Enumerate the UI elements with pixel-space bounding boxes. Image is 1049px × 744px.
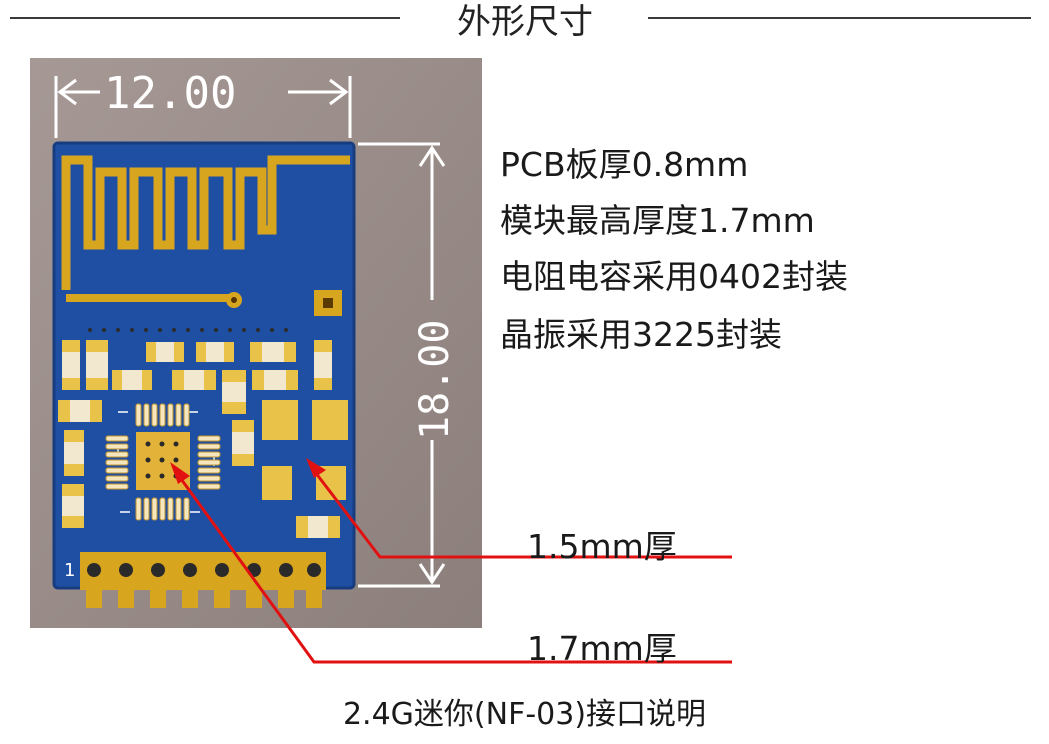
header-rule-left (10, 17, 400, 19)
passive-components (58, 340, 340, 538)
spec-module-max-height: 模块最高厚度1.7mm (500, 201, 815, 240)
callout-line-1-7mm (174, 471, 732, 664)
qfn-chip (105, 403, 221, 521)
header-pins (80, 552, 326, 608)
antenna-trace (61, 155, 350, 290)
callout-label-1-5mm: 1.5mm厚 (527, 527, 677, 566)
width-dimension (54, 76, 352, 138)
header-rule-right (648, 17, 1031, 19)
section-title: 外形尺寸 (457, 2, 593, 42)
callout-arrowhead-1-7mm (170, 462, 190, 484)
pin-1-marker: 1 (64, 560, 75, 581)
spec-crystal-package: 晶振采用3225封装 (500, 315, 782, 354)
height-dimension-label: 18.00 (412, 320, 458, 440)
callout-label-1-7mm: 1.7mm厚 (527, 629, 677, 668)
width-dimension-label: 12.00 (104, 68, 236, 119)
callout-arrowhead-1-5mm (306, 458, 326, 478)
via-row (88, 328, 288, 332)
spec-passive-package: 电阻电容采用0402封装 (500, 257, 848, 296)
crystal-3225 (262, 400, 348, 500)
callout-line-1-5mm (310, 467, 732, 559)
spec-pcb-thickness: PCB板厚0.8mm (500, 145, 749, 184)
interface-caption: 2.4G迷你(NF-03)接口说明 (342, 697, 707, 732)
